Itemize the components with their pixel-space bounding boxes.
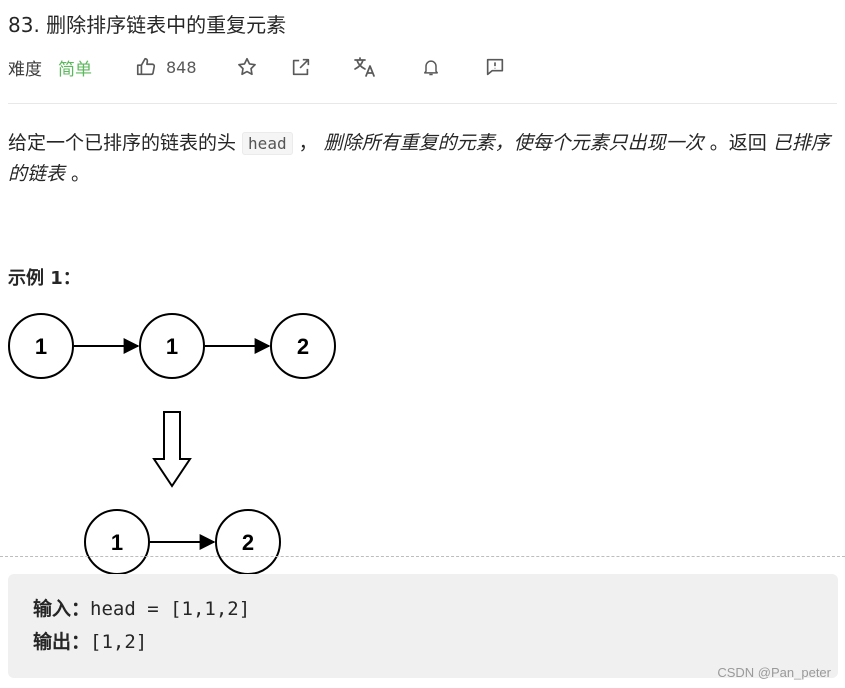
like-button[interactable]: 848 <box>134 55 197 79</box>
linked-list-diagram: 1 1 2 1 2 <box>8 313 336 575</box>
transform-down-arrow <box>152 411 192 488</box>
translate-icon[interactable] <box>353 55 377 79</box>
desc-emphasis: 删除所有重复的元素，使每个元素只出现一次 <box>323 132 704 154</box>
desc-text: 。 <box>65 163 91 185</box>
watermark: CSDN @Pan_peter <box>717 665 831 680</box>
difficulty-badge: 简单 <box>58 59 92 80</box>
feedback-icon[interactable] <box>483 55 507 79</box>
problem-description: 给定一个已排序的链表的头 head ， 删除所有重复的元素，使每个元素只出现一次… <box>8 128 838 190</box>
desc-emphasis: 已排序的链表 <box>8 132 830 185</box>
node-value: 1 <box>35 334 47 359</box>
output-label: 输出： <box>33 631 91 653</box>
before-list: 1 1 2 <box>8 313 336 379</box>
node-value: 1 <box>111 530 123 555</box>
input-label: 输入： <box>33 598 91 620</box>
list-node <box>270 313 336 379</box>
desc-text: 给定一个已排序的链表的头 <box>8 132 243 154</box>
node-value: 2 <box>297 334 309 359</box>
section-divider <box>0 556 845 557</box>
example-input: 输入：head = [1,1,2] <box>33 594 250 621</box>
example-title: 示例 1： <box>8 268 81 289</box>
like-count: 848 <box>166 57 197 77</box>
share-icon[interactable] <box>289 55 313 79</box>
star-icon[interactable] <box>235 55 259 79</box>
example-output: 输出：[1,2] <box>33 627 147 654</box>
list-node <box>139 313 205 379</box>
after-list: 1 2 <box>84 509 281 575</box>
problem-meta-bar: 难度 简单 848 <box>8 54 507 80</box>
inline-code-head: head <box>242 132 293 155</box>
header-divider <box>8 103 837 104</box>
example-code-block: 输入：head = [1,1,2] 输出：[1,2] <box>8 574 838 678</box>
bell-icon[interactable] <box>419 55 443 79</box>
thumbs-up-icon <box>134 55 158 79</box>
problem-title: 83. 删除排序链表中的重复元素 <box>8 13 287 37</box>
node-value: 2 <box>242 530 254 555</box>
desc-text: ， <box>292 132 324 154</box>
input-value: head = [1,1,2] <box>90 598 251 620</box>
desc-text: 。返回 <box>703 132 773 154</box>
output-value: [1,2] <box>90 631 148 653</box>
node-value: 1 <box>166 334 178 359</box>
list-node <box>8 313 74 379</box>
difficulty-label: 难度 <box>8 59 42 80</box>
